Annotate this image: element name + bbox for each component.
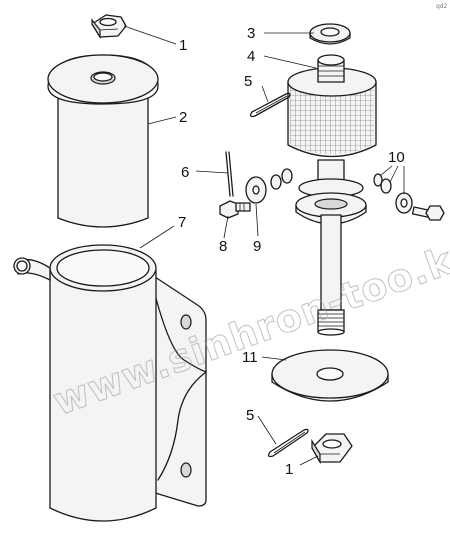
part-11-disc: [271, 349, 389, 402]
part-10-washers-and-bolt: [373, 173, 445, 221]
callout-11: 11: [242, 349, 258, 366]
part-6-pin: [225, 151, 234, 197]
corner-mark: qd2: [436, 3, 448, 10]
callout-5-bottom: 5: [246, 407, 254, 424]
shaft-assembly: [295, 159, 367, 336]
leader-lines: [123, 25, 405, 466]
callout-1-bottom: 1: [285, 461, 293, 478]
part-2-cylinder-cover: [47, 54, 159, 228]
callout-4: 4: [247, 48, 255, 65]
callout-10: 10: [388, 149, 405, 166]
callout-3: 3: [247, 25, 255, 42]
callout-1-top: 1: [179, 37, 187, 54]
callout-2: 2: [179, 109, 187, 126]
part-5-cotter-pin-top: [249, 92, 291, 118]
callout-5-top: 5: [244, 73, 252, 90]
callout-8: 8: [219, 238, 227, 255]
part-3-ring: [309, 23, 351, 45]
part-9-washers: [245, 168, 293, 204]
part-1-hex-nut-top: [91, 14, 127, 40]
part-1-hex-nut-bottom: [311, 433, 353, 465]
part-5-cotter-pin-bottom: [267, 428, 309, 458]
part-7-housing: [13, 244, 207, 522]
callout-7: 7: [178, 214, 186, 231]
callout-6: 6: [181, 164, 189, 181]
part-8-bolt: [219, 200, 251, 219]
callout-9: 9: [253, 238, 261, 255]
part-4-sleeve: [287, 54, 377, 158]
